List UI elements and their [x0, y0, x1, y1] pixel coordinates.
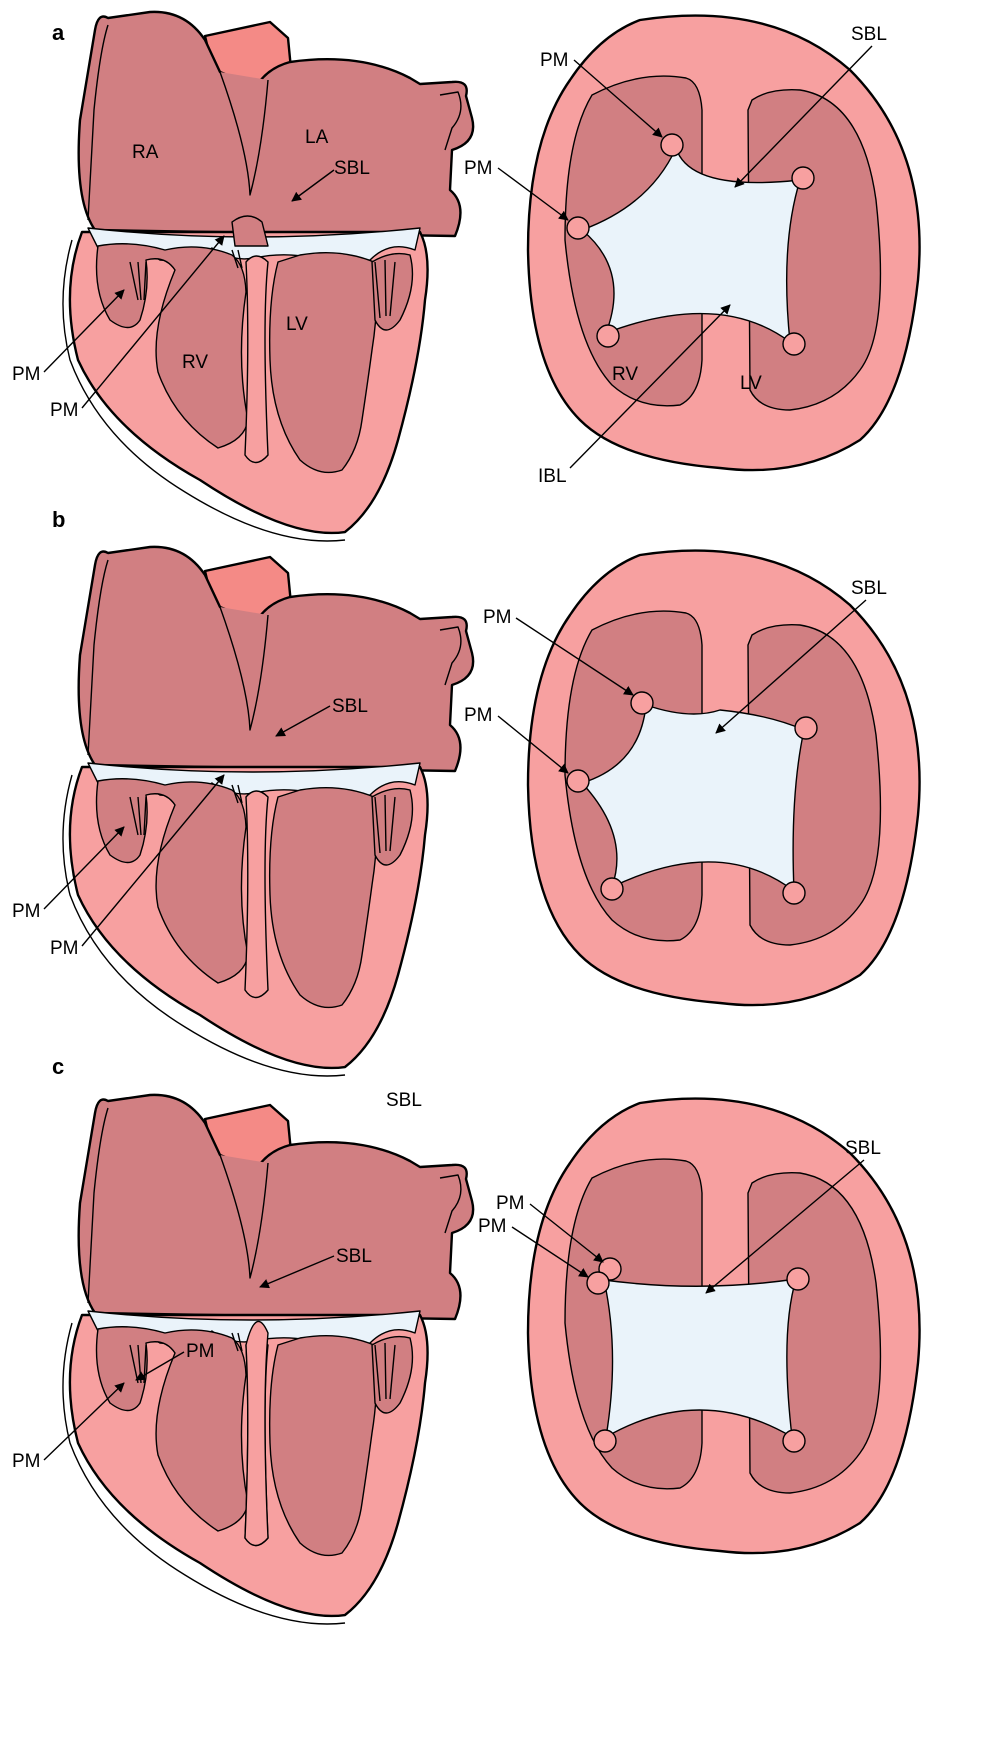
- panel-letter-b: b: [52, 507, 65, 532]
- long-axis-heart-c: [63, 1095, 473, 1624]
- label-sbl-long-a: SBL: [334, 158, 370, 179]
- label-rv-cross: RV: [612, 364, 638, 385]
- long-axis-heart-b: [63, 547, 473, 1076]
- label-pm-long-1-a: PM: [12, 364, 41, 385]
- label-pm-long-1-b: PM: [12, 901, 41, 922]
- cross-section-a: [528, 16, 920, 471]
- panel-letter-c: c: [52, 1054, 64, 1079]
- label-sbl-cross-a: SBL: [851, 24, 887, 45]
- label-pm-cross-1-a: PM: [540, 50, 569, 71]
- panel-letter-a: a: [52, 20, 65, 45]
- label-ra: RA: [132, 142, 159, 163]
- label-pm-cross-1-b: PM: [483, 607, 512, 628]
- panel-c: c SBL SBL PM PM PM PM SBL: [12, 1054, 920, 1624]
- panel-a: a RA LA RV LV SBL PM PM PM PM SBL: [12, 12, 920, 541]
- label-pm-long-2-a: PM: [50, 400, 79, 421]
- cross-section-b: [528, 551, 920, 1006]
- label-pm-cross-2-a: PM: [464, 158, 493, 179]
- label-sbl-long-c: SBL: [336, 1246, 372, 1267]
- label-lv-cross: LV: [740, 373, 762, 394]
- label-lv: LV: [286, 314, 308, 335]
- label-pm-long-2-c: PM: [12, 1451, 41, 1472]
- label-pm-cross-2-c: PM: [478, 1216, 507, 1237]
- label-sbl-floating-c: SBL: [386, 1090, 422, 1111]
- label-ibl-cross: IBL: [538, 466, 567, 487]
- label-sbl-cross-c: SBL: [845, 1138, 881, 1159]
- label-la: LA: [305, 127, 329, 148]
- panel-b: b SBL PM PM PM PM SBL: [12, 507, 920, 1076]
- cross-section-c: [528, 1099, 920, 1554]
- label-pm-cross-2-b: PM: [464, 705, 493, 726]
- label-pm-long-2-b: PM: [50, 938, 79, 959]
- label-pm-long-1-c: PM: [186, 1341, 215, 1362]
- label-rv: RV: [182, 352, 208, 373]
- label-pm-cross-1-c: PM: [496, 1193, 525, 1214]
- long-axis-heart-a: [63, 12, 473, 541]
- label-sbl-cross-b: SBL: [851, 578, 887, 599]
- label-sbl-long-b: SBL: [332, 696, 368, 717]
